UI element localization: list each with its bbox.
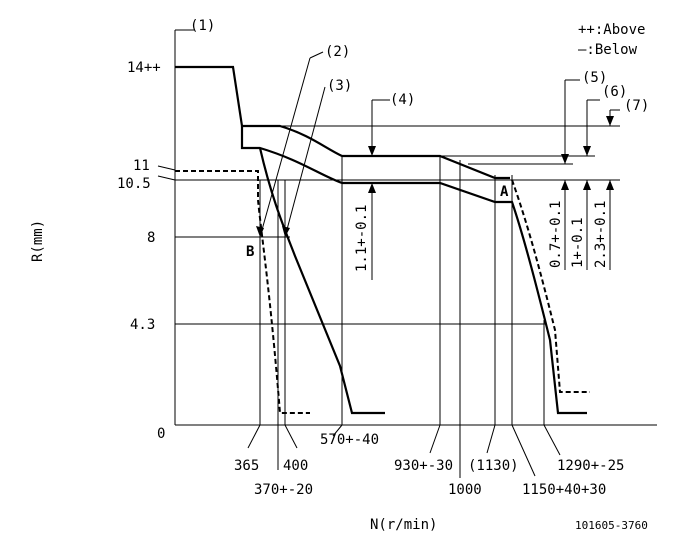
y-axis-label: R(mm) — [30, 220, 46, 262]
y-tick-4-3: 4.3 — [130, 317, 155, 333]
dim-6-label: 1+-0.1 — [570, 217, 586, 268]
x-tick-400: 400 — [283, 458, 308, 474]
dim-5-label: 0.7+-0.1 — [548, 201, 564, 268]
x-tick-570: 570+-40 — [320, 432, 379, 448]
arrowheads — [256, 116, 614, 237]
tick-leaders — [247, 424, 561, 478]
legend-above: ++:Above — [578, 22, 645, 38]
dashed-curves — [175, 170, 590, 414]
x-tick-1000: 1000 — [448, 482, 482, 498]
x-tick-365: 365 — [234, 458, 259, 474]
x-axis-label: N(r/min) — [370, 517, 437, 533]
marker-4: (4) — [390, 92, 415, 108]
y-tick-8: 8 — [147, 230, 155, 246]
extension-lines — [259, 156, 545, 425]
reference-lines — [157, 66, 620, 325]
x-tick-1130: (1130) — [468, 458, 519, 474]
dim-7-label: 2.3+-0.1 — [593, 201, 609, 268]
y-tick-14: 14++ — [127, 60, 161, 76]
marker-A: A — [500, 184, 509, 200]
y-tick-10-5: 10.5 — [117, 176, 151, 192]
axes — [174, 30, 657, 426]
marker-7: (7) — [624, 98, 649, 114]
drawing-code: 101605-3760 — [575, 519, 648, 532]
marker-6: (6) — [602, 84, 627, 100]
characteristic-curves — [175, 65, 587, 415]
marker-B: B — [246, 244, 254, 260]
y-tick-0: 0 — [157, 426, 165, 442]
marker-1: (1) — [190, 18, 215, 34]
marker-3: (3) — [327, 78, 352, 94]
x-tick-1290: 1290+-25 — [557, 458, 624, 474]
marker-5: (5) — [582, 70, 607, 86]
marker-2: (2) — [325, 44, 350, 60]
x-tick-930: 930+-30 — [394, 458, 453, 474]
x-tick-1150: 1150+40+30 — [522, 482, 606, 498]
x-tick-370: 370+-20 — [254, 482, 313, 498]
y-tick-11: 11 — [133, 158, 150, 174]
dim-4-label: 1.1+-0.1 — [354, 205, 370, 272]
legend-below: —:Below — [578, 42, 638, 58]
